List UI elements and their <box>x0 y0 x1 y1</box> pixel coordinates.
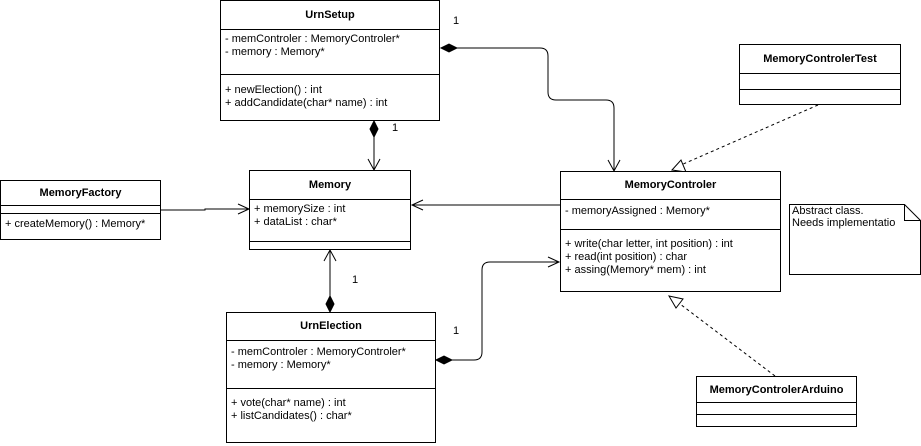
class-attributes: - memControler : MemoryControler* - memo… <box>227 341 435 389</box>
class-memoryfactory[interactable]: MemoryFactory + createMemory() : Memory* <box>0 180 161 240</box>
attribute: + memorySize : int <box>254 203 346 215</box>
composition-diamond-urnelection-controler <box>434 355 454 365</box>
multiplicity-setup-controler: 1 <box>453 15 460 27</box>
realization-triangle-bottom <box>667 295 684 309</box>
attribute: - memory : Memory* <box>225 46 325 58</box>
attribute: - memControler : MemoryControler* <box>225 33 400 45</box>
multiplicity-election-controler: 1 <box>453 325 460 337</box>
note-line: Abstract class. <box>792 205 864 217</box>
operation: + vote(char* name) : int <box>231 397 346 409</box>
class-attributes: + memorySize : int + dataList : char* <box>250 200 410 242</box>
operation: + assing(Memory* mem) : int <box>565 264 706 276</box>
realization-test-controler <box>680 104 819 166</box>
arrowhead-memory-right <box>410 199 424 211</box>
class-name: UrnSetup <box>221 1 439 30</box>
note-line: Needs implementatio <box>792 217 896 229</box>
class-attributes <box>740 74 900 90</box>
arrowhead-memorycontroler-left <box>547 256 561 268</box>
composition-diamond-urnelection-memory <box>325 294 335 314</box>
arrowhead-memory-bottom <box>323 248 337 262</box>
operation: + listCandidates() : char* <box>231 410 352 422</box>
class-operations: + createMemory() : Memory* <box>1 214 160 231</box>
composition-diamond-urnsetup-controler <box>439 43 459 53</box>
operation: + newElection() : int <box>225 84 322 96</box>
attribute: - memory : Memory* <box>231 359 331 371</box>
operation: + read(int position) : char <box>565 251 687 263</box>
class-operations: + write(char letter, int position) : int… <box>561 230 780 277</box>
note-text: Abstract class. Needs implementatio <box>792 205 916 229</box>
composition-urnelection-memorycontroler <box>452 261 559 361</box>
class-name: MemoryControlerTest <box>740 45 900 74</box>
composition-urnsetup-memorycontroler <box>456 47 615 170</box>
operation: + createMemory() : Memory* <box>5 218 146 230</box>
class-name: MemoryFactory <box>1 181 160 206</box>
note-abstract-class[interactable]: Abstract class. Needs implementatio <box>789 204 921 275</box>
multiplicity-election-memory: 1 <box>352 274 359 286</box>
class-attributes <box>1 206 160 214</box>
class-attributes <box>697 403 856 415</box>
operation: + addCandidate(char* name) : int <box>225 97 388 109</box>
class-attributes: - memControler : MemoryControler* - memo… <box>221 30 439 75</box>
realization-arduino-controler <box>679 303 776 377</box>
composition-diamond-urnsetup-memory <box>369 119 379 139</box>
class-name: MemoryControlerArduino <box>697 377 856 403</box>
attribute: - memoryAssigned : Memory* <box>565 205 710 217</box>
class-urnsetup[interactable]: UrnSetup - memControler : MemoryControle… <box>220 0 440 121</box>
class-name: MemoryControler <box>561 172 780 200</box>
class-memory[interactable]: Memory + memorySize : int + dataList : c… <box>249 170 411 250</box>
class-operations: + vote(char* name) : int + listCandidate… <box>227 389 435 423</box>
class-memorycontroler[interactable]: MemoryControler - memoryAssigned : Memor… <box>560 171 781 292</box>
class-operations <box>250 242 410 248</box>
class-memorycontrolertest[interactable]: MemoryControlerTest <box>739 44 901 105</box>
attribute: - memControler : MemoryControler* <box>231 346 406 358</box>
class-attributes: - memoryAssigned : Memory* <box>561 200 780 230</box>
class-memorycontrolerarduino[interactable]: MemoryControlerArduino <box>696 376 857 427</box>
class-name: Memory <box>250 171 410 200</box>
class-urnelection[interactable]: UrnElection - memControler : MemoryContr… <box>226 312 436 443</box>
multiplicity-setup-memory: 1 <box>392 122 399 134</box>
class-name: UrnElection <box>227 313 435 341</box>
class-operations: + newElection() : int + addCandidate(cha… <box>221 75 439 110</box>
dependency-factory-memory <box>161 208 248 211</box>
attribute: + dataList : char* <box>254 216 337 228</box>
operation: + write(char letter, int position) : int <box>565 238 733 250</box>
